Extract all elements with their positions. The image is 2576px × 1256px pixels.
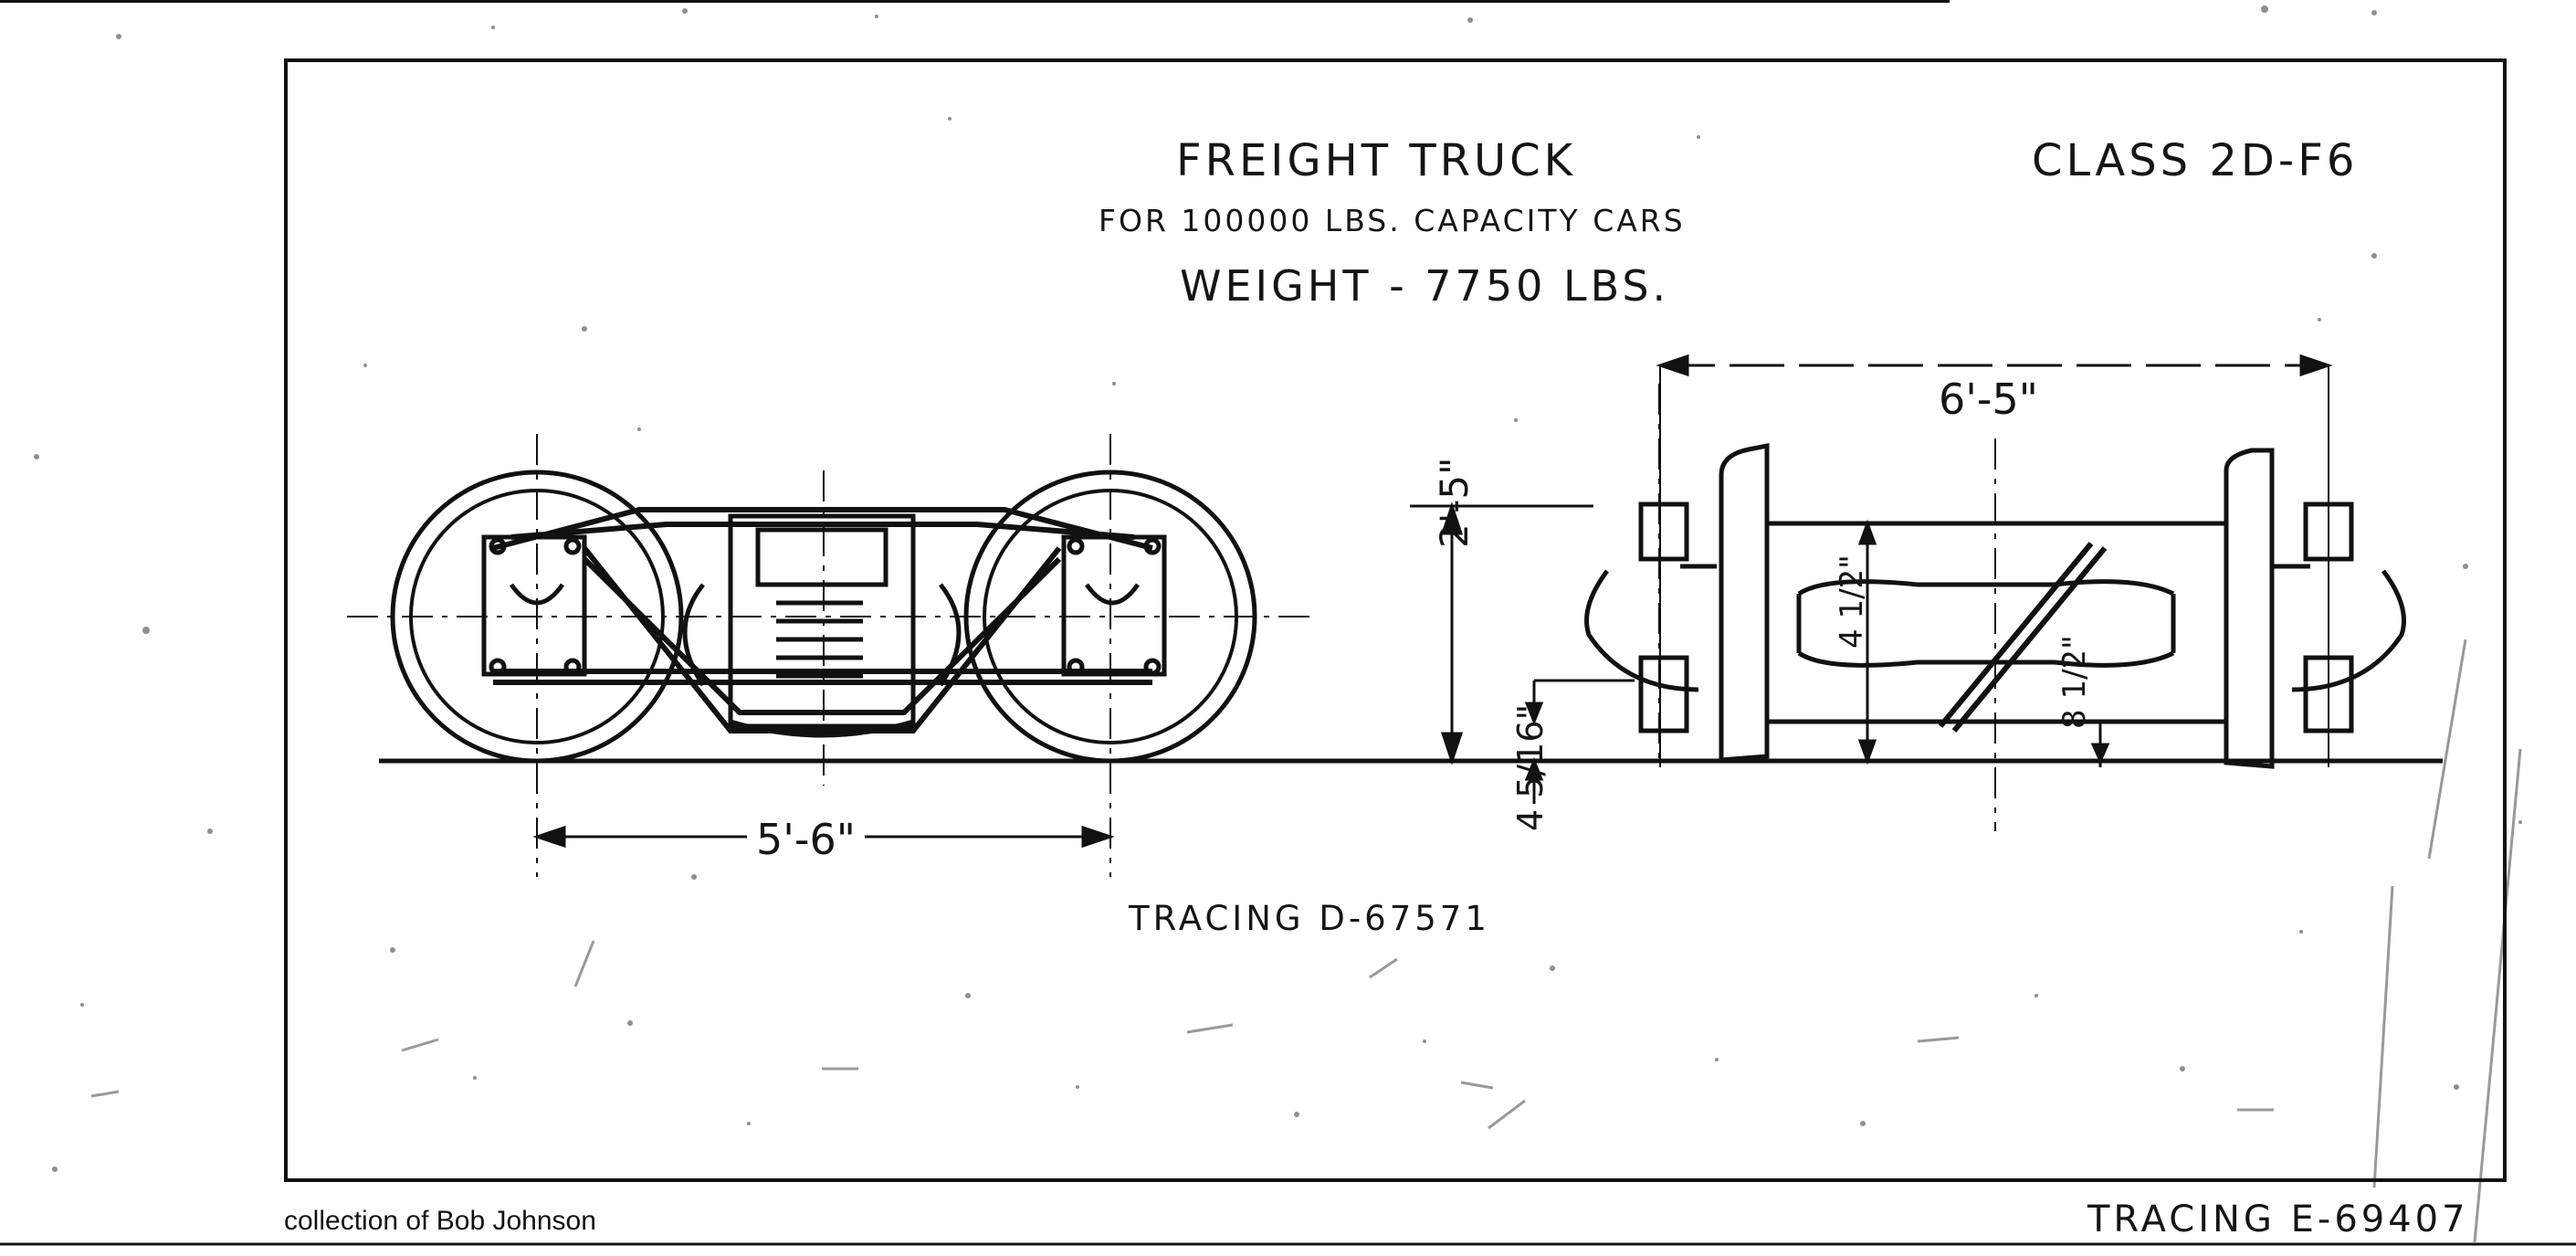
wheel-left-end — [1719, 442, 1770, 763]
weight-note: WEIGHT - 7750 LBS. — [1180, 261, 1670, 311]
hub-height-label: 4 5/16" — [1510, 703, 1551, 831]
journal-box-right — [1061, 534, 1167, 677]
end-elevation — [0, 0, 2406, 831]
gauge-label: 6'-5" — [1929, 375, 2047, 424]
class-label: CLASS 2D-F6 — [2032, 135, 2359, 186]
bolster-springs — [682, 513, 962, 738]
height-label: 2'-5" — [1432, 457, 1477, 548]
paper-speckles — [34, 5, 2522, 1172]
paper-dashes — [90, 639, 2522, 1243]
wheel-right-end — [2224, 448, 2275, 769]
collection-credit: collection of Bob Johnson — [284, 1206, 596, 1236]
rim-dim-label: 8 1/2" — [2056, 635, 2093, 729]
axle — [1767, 521, 2226, 724]
journal-box-end-right — [2274, 501, 2406, 734]
height-dimension — [1410, 501, 2110, 804]
drawing-border — [284, 58, 2507, 1182]
brake-rod — [0, 0, 2108, 733]
tracing-e-label: TRACING E-69407 — [2087, 1198, 2469, 1240]
journal-box-left — [481, 534, 587, 677]
axle-dim-label: 4 1/2" — [1834, 554, 1870, 649]
tracing-d-label: TRACING D-67571 — [1129, 899, 1490, 938]
arch-bars — [492, 507, 1153, 734]
side-elevation — [347, 434, 2443, 877]
drawing-subtitle: FOR 100000 LBS. CAPACITY CARS — [1099, 203, 1686, 238]
gauge-dimension — [1656, 354, 2333, 767]
journal-box-end-left — [1584, 501, 1717, 734]
drawing-title: FREIGHT TRUCK — [1176, 135, 1577, 186]
wheelbase-label: 5'-6" — [747, 815, 865, 864]
